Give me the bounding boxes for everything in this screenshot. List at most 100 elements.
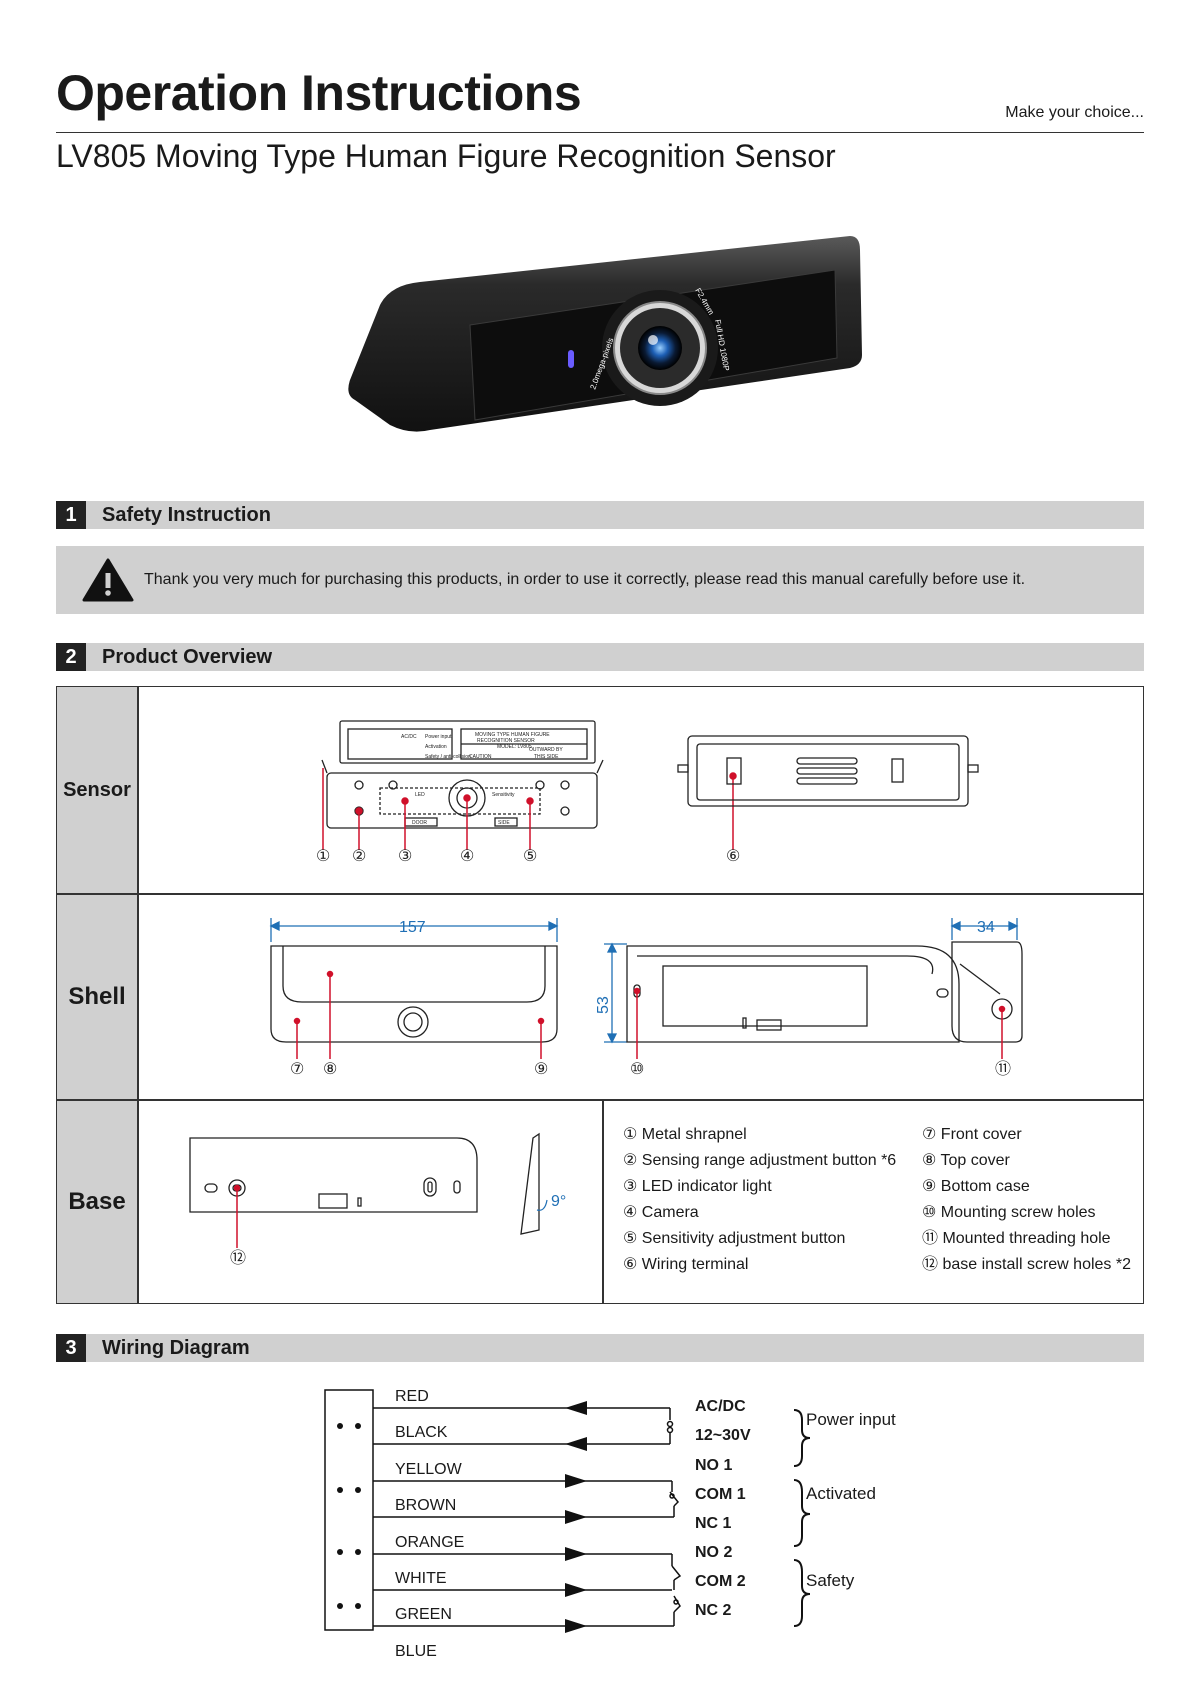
wire-label-brown: BROWN xyxy=(395,1497,457,1514)
callout-4: ④ xyxy=(460,848,474,865)
label-model: MODEL: LV805 xyxy=(497,744,532,750)
wire-label-black: BLACK xyxy=(395,1424,448,1441)
section-bar-overview: 2 Product Overview xyxy=(56,643,1144,671)
section-number: 1 xyxy=(56,501,86,529)
part-item: ⑫ base install screw holes *2 xyxy=(922,1256,1131,1273)
base-drawings: 9° ⑫ xyxy=(189,1132,566,1267)
terminal-label-acdc: AC/DC xyxy=(401,734,417,740)
callout-5: ⑤ xyxy=(523,848,537,865)
label-moving: MOVING TYPE HUMAN FIGURE xyxy=(475,732,550,738)
shell-side-view xyxy=(626,945,960,1043)
callout-7: ⑦ xyxy=(290,1061,304,1078)
part-item: ③ LED indicator light xyxy=(623,1178,772,1195)
part-item: ⑩ Mounting screw holes xyxy=(922,1204,1096,1221)
wire-label-yellow: YELLOW xyxy=(395,1461,462,1478)
label-recognition: RECOGNITION SENSOR xyxy=(477,738,535,744)
camera-lens xyxy=(638,326,682,370)
row-label-shell: Shell xyxy=(57,894,137,1099)
sensor-drawings: AC/DC Power input Activation Safety / an… xyxy=(316,720,979,865)
tagline: Make your choice... xyxy=(1005,104,1144,121)
label-sensitivity: Sensitivity xyxy=(492,792,515,798)
shell-front-view xyxy=(270,945,558,1043)
wire-label-red: RED xyxy=(395,1388,429,1405)
section-title: Product Overview xyxy=(102,646,273,668)
dimension-height: 53 xyxy=(595,996,612,1014)
terminal-nc1: NC 1 xyxy=(695,1515,732,1532)
label-door: DOOR xyxy=(412,820,427,826)
group-braces xyxy=(793,1409,811,1627)
callout-9: ⑨ xyxy=(534,1061,548,1078)
parts-list-right: ⑦ Front cover ⑧ Top cover ⑨ Bottom case … xyxy=(922,1122,1131,1278)
section-number: 3 xyxy=(56,1334,86,1362)
wire-label-blue: BLUE xyxy=(395,1643,437,1660)
terminal-label-activation: Activation xyxy=(425,744,447,750)
shell-end-view xyxy=(951,941,1023,1043)
part-item: ① Metal shrapnel xyxy=(623,1126,747,1143)
group-safety: Safety xyxy=(806,1571,855,1590)
sensor-front-view xyxy=(321,720,604,829)
terminal-label-safety: Safety / anti-collision xyxy=(425,754,471,760)
base-side-view xyxy=(520,1132,540,1235)
part-item: ⑧ Top cover xyxy=(922,1152,1010,1169)
callout-1: ① xyxy=(316,848,330,865)
row-label-base: Base xyxy=(57,1100,137,1303)
terminal-acdc: AC/DC xyxy=(695,1398,746,1415)
parts-list-left: ① Metal shrapnel ② Sensing range adjustm… xyxy=(623,1122,896,1278)
label-outward: OUTWARD BY xyxy=(529,747,563,753)
wiring-diagram xyxy=(324,1389,811,1633)
dimension-width: 157 xyxy=(399,919,426,936)
terminal-no2: NO 2 xyxy=(695,1544,733,1561)
section-number: 2 xyxy=(56,643,86,671)
callout-2: ② xyxy=(352,848,366,865)
document-title: Operation Instructions xyxy=(56,65,582,121)
callout-10: ⑩ xyxy=(630,1061,644,1078)
part-item: ④ Camera xyxy=(623,1204,699,1221)
part-item: ⑨ Bottom case xyxy=(922,1178,1030,1195)
terminal-voltage: 12~30V xyxy=(695,1427,751,1444)
shell-drawings: 157 53 34 ⑦ ⑧ ⑨ ⑩ ⑪ xyxy=(269,918,1023,1078)
callout-8: ⑧ xyxy=(323,1061,337,1078)
safety-notice-box xyxy=(56,546,1144,614)
label-led: LED xyxy=(415,792,425,798)
label-caution: CAUTION xyxy=(469,754,492,760)
callout-12: ⑫ xyxy=(230,1249,246,1267)
base-callout-leader xyxy=(233,1184,241,1248)
switch-contacts xyxy=(666,1420,682,1613)
wire-label-white: WHITE xyxy=(395,1570,447,1587)
header-divider xyxy=(56,132,1144,133)
shell-callout-leaders xyxy=(293,970,1006,1059)
dimension-depth: 34 xyxy=(977,919,995,936)
section-title: Safety Instruction xyxy=(102,504,271,526)
wire-arrows xyxy=(565,1401,587,1633)
product-subtitle: LV805 Moving Type Human Figure Recogniti… xyxy=(56,138,836,174)
label-this-side: THIS SIDE xyxy=(534,754,559,760)
callout-3: ③ xyxy=(398,848,412,865)
terminal-com2: COM 2 xyxy=(695,1573,746,1590)
part-item: ⑪ Mounted threading hole xyxy=(922,1230,1111,1247)
section-bar-safety: 1 Safety Instruction xyxy=(56,501,1144,529)
sensor-callout-leaders xyxy=(322,768,737,850)
callout-11: ⑪ xyxy=(995,1060,1011,1078)
terminal-no1: NO 1 xyxy=(695,1457,733,1474)
base-top-view xyxy=(189,1137,478,1213)
group-activated: Activated xyxy=(806,1484,876,1503)
callout-6: ⑥ xyxy=(726,848,740,865)
terminal-label-power: Power input xyxy=(425,734,452,740)
product-overview-table: Sensor Shell Base xyxy=(56,686,1144,1304)
safety-text: Thank you very much for purchasing this … xyxy=(144,571,1026,588)
warning-icon xyxy=(82,558,134,602)
group-power-input: Power input xyxy=(806,1410,896,1429)
connector-block xyxy=(324,1389,374,1631)
part-item: ② Sensing range adjustment button *6 xyxy=(623,1152,897,1169)
wire-label-orange: ORANGE xyxy=(395,1534,465,1551)
product-photo: 2.0mega-pixels F2.4mm Full HD 1080P xyxy=(348,236,862,432)
terminal-nc2: NC 2 xyxy=(695,1602,732,1619)
row-label-sensor: Sensor xyxy=(57,687,137,893)
dimension-lines xyxy=(269,918,1019,1044)
led-light xyxy=(568,350,574,368)
section-title: Wiring Diagram xyxy=(102,1337,250,1359)
connector-dots xyxy=(337,1423,361,1609)
label-side: SIDE xyxy=(498,820,510,826)
part-item: ⑦ Front cover xyxy=(922,1126,1022,1143)
part-item: ⑤ Sensitivity adjustment button xyxy=(623,1230,846,1247)
